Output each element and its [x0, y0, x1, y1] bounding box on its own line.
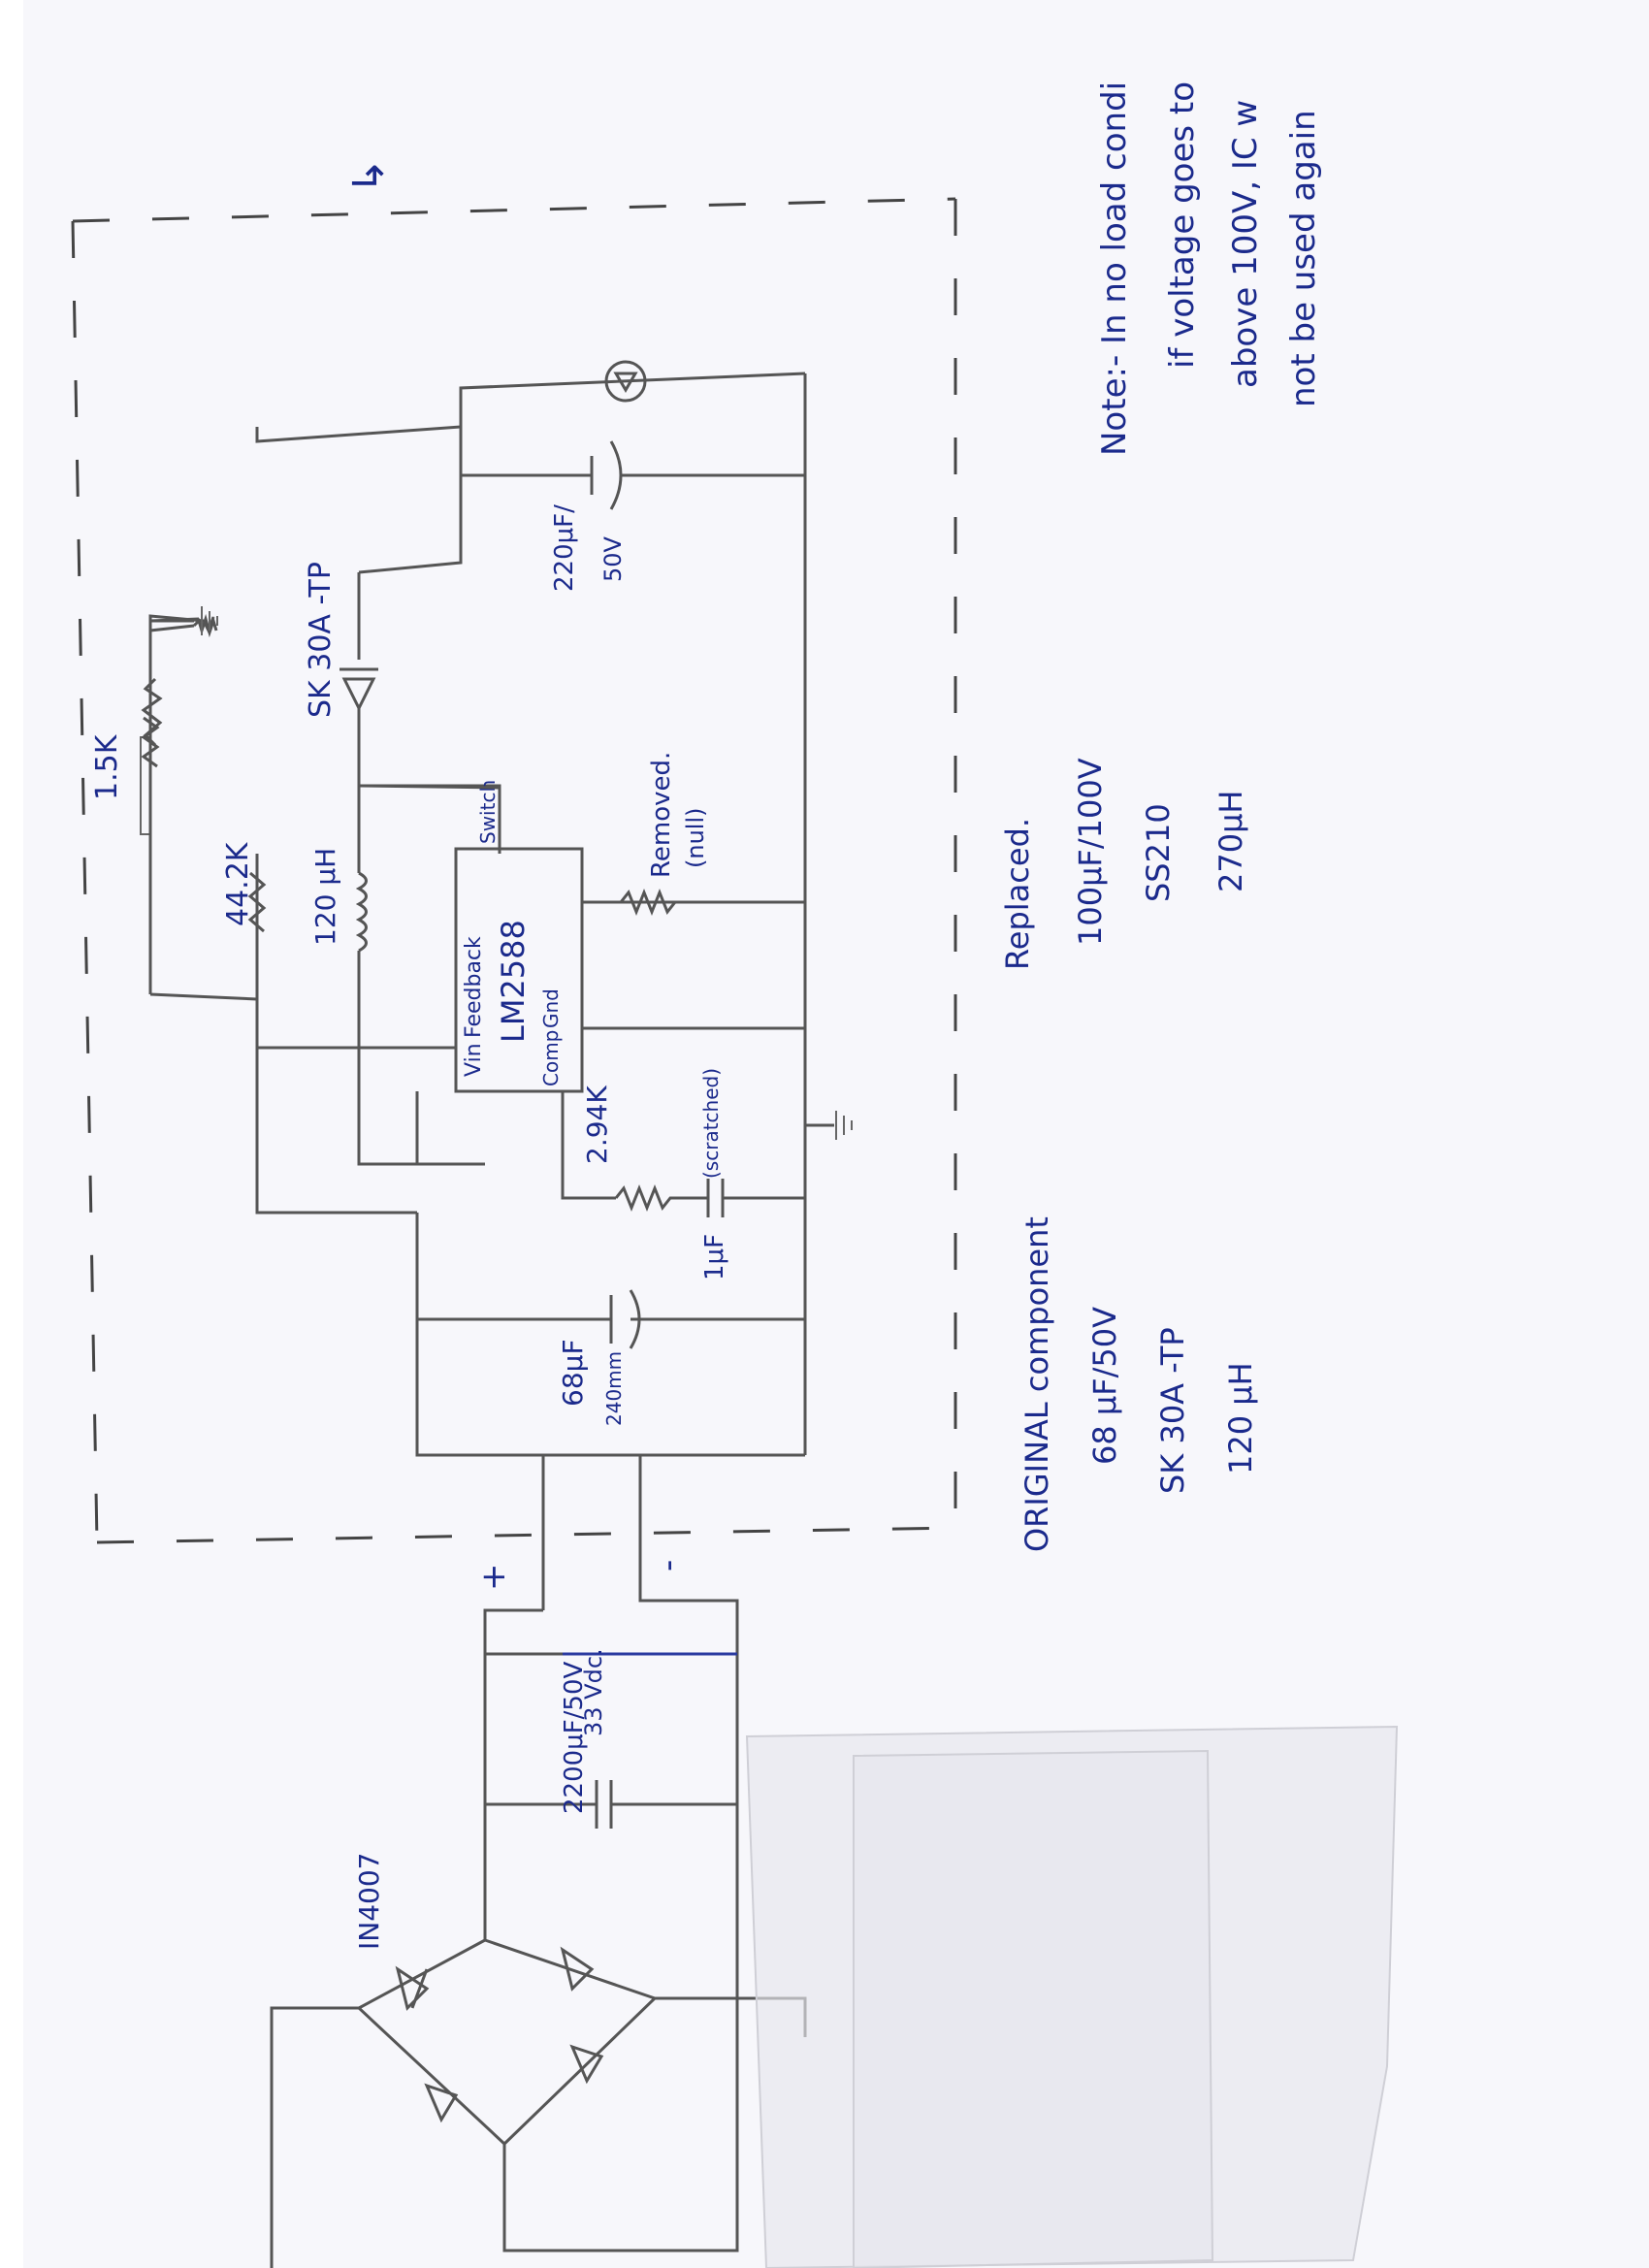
led-icon [604, 360, 647, 403]
inductor-label: 120 μH [309, 848, 341, 946]
bridge-diode-icon [569, 2044, 604, 2085]
output-section [255, 360, 807, 1455]
cap-comp-label: 1μF [700, 1234, 729, 1280]
removed-label: Removed. [647, 752, 676, 878]
removed-resistor [582, 888, 805, 917]
note-line-1: Note:- In no load condi [1095, 81, 1134, 456]
dashed-enclosure [71, 197, 957, 1544]
ic-feedback-pin: Feedback [462, 936, 486, 1038]
r-top-label: 1.5K [90, 733, 124, 800]
bulk-capacitor [485, 1652, 737, 1829]
feedback-network [140, 613, 267, 1048]
cap-bulk-voltage-label: 33 Vdc. [580, 1648, 607, 1736]
bridge-diode-icon [424, 2083, 459, 2123]
tape-overlay [745, 1725, 1399, 2268]
replaced-item-3: 270μH [1212, 791, 1249, 893]
cap-out-label: 220μF/ [550, 504, 579, 592]
original-item-2: SK 30A -TP [1154, 1327, 1191, 1494]
replaced-components-note: Replaced. 100μF/100V SS210 270μH [999, 758, 1249, 970]
plus-terminal-label: + [474, 1564, 513, 1592]
note-line-4: not be used again [1284, 110, 1323, 407]
r-comp-label: 2.94K [581, 1085, 613, 1164]
ground-icon-top [149, 606, 218, 635]
ic-comp-pin: Comp [539, 1030, 563, 1086]
replaced-heading: Replaced. [999, 818, 1036, 970]
bridge-diode-icon [395, 1965, 430, 2011]
replaced-item-2: SS210 [1140, 803, 1177, 902]
minus-terminal-label: - [649, 1560, 688, 1571]
input-rails [255, 1048, 805, 1940]
diode-out-label: SK 30A -TP [304, 562, 338, 718]
ic-switch-pin: Switch [476, 780, 500, 844]
bridge-rectifier [270, 1804, 807, 2268]
bridge-diode-icon [560, 1946, 595, 1992]
output-arrow-icon: ↳ [344, 158, 394, 194]
cap-in-label: 68μF [557, 1339, 589, 1407]
ic-gnd-pin: Gnd [539, 988, 563, 1028]
warning-note: Note:- In no load condi if voltage goes … [1095, 81, 1323, 456]
cap-comp-note-label: (scratched) [699, 1068, 723, 1179]
original-item-3: 120 μH [1222, 1362, 1259, 1474]
replaced-item-1: 100μF/100V [1072, 758, 1109, 946]
original-components-note: ORIGINAL component 68 μF/50V SK 30A -TP … [1018, 1216, 1259, 1552]
note-line-2: if voltage goes to [1163, 81, 1202, 369]
r-feedback-label: 44.2K [221, 841, 255, 926]
note-line-3: above 100V, IC w [1226, 100, 1265, 388]
bridge-diode-label: IN4007 [353, 1853, 385, 1950]
original-heading: ORIGINAL component [1018, 1216, 1055, 1552]
compensation-network [561, 1091, 805, 1217]
original-item-1: 68 μF/50V [1086, 1307, 1123, 1465]
ic-vin-pin: Vin [462, 1043, 486, 1077]
ic-name-label: LM2588 [495, 920, 532, 1043]
ground-icon-mid [805, 1111, 853, 1140]
ic-lm2588 [257, 847, 805, 1166]
cap-bulk-label: 2200μF/50V [560, 1661, 589, 1814]
removed-note-label: (null) [682, 808, 709, 868]
cap-in-note-label: 240mm [602, 1351, 626, 1426]
cap-out-voltage-label: 50V [599, 535, 627, 582]
scan-edge [0, 0, 23, 2268]
